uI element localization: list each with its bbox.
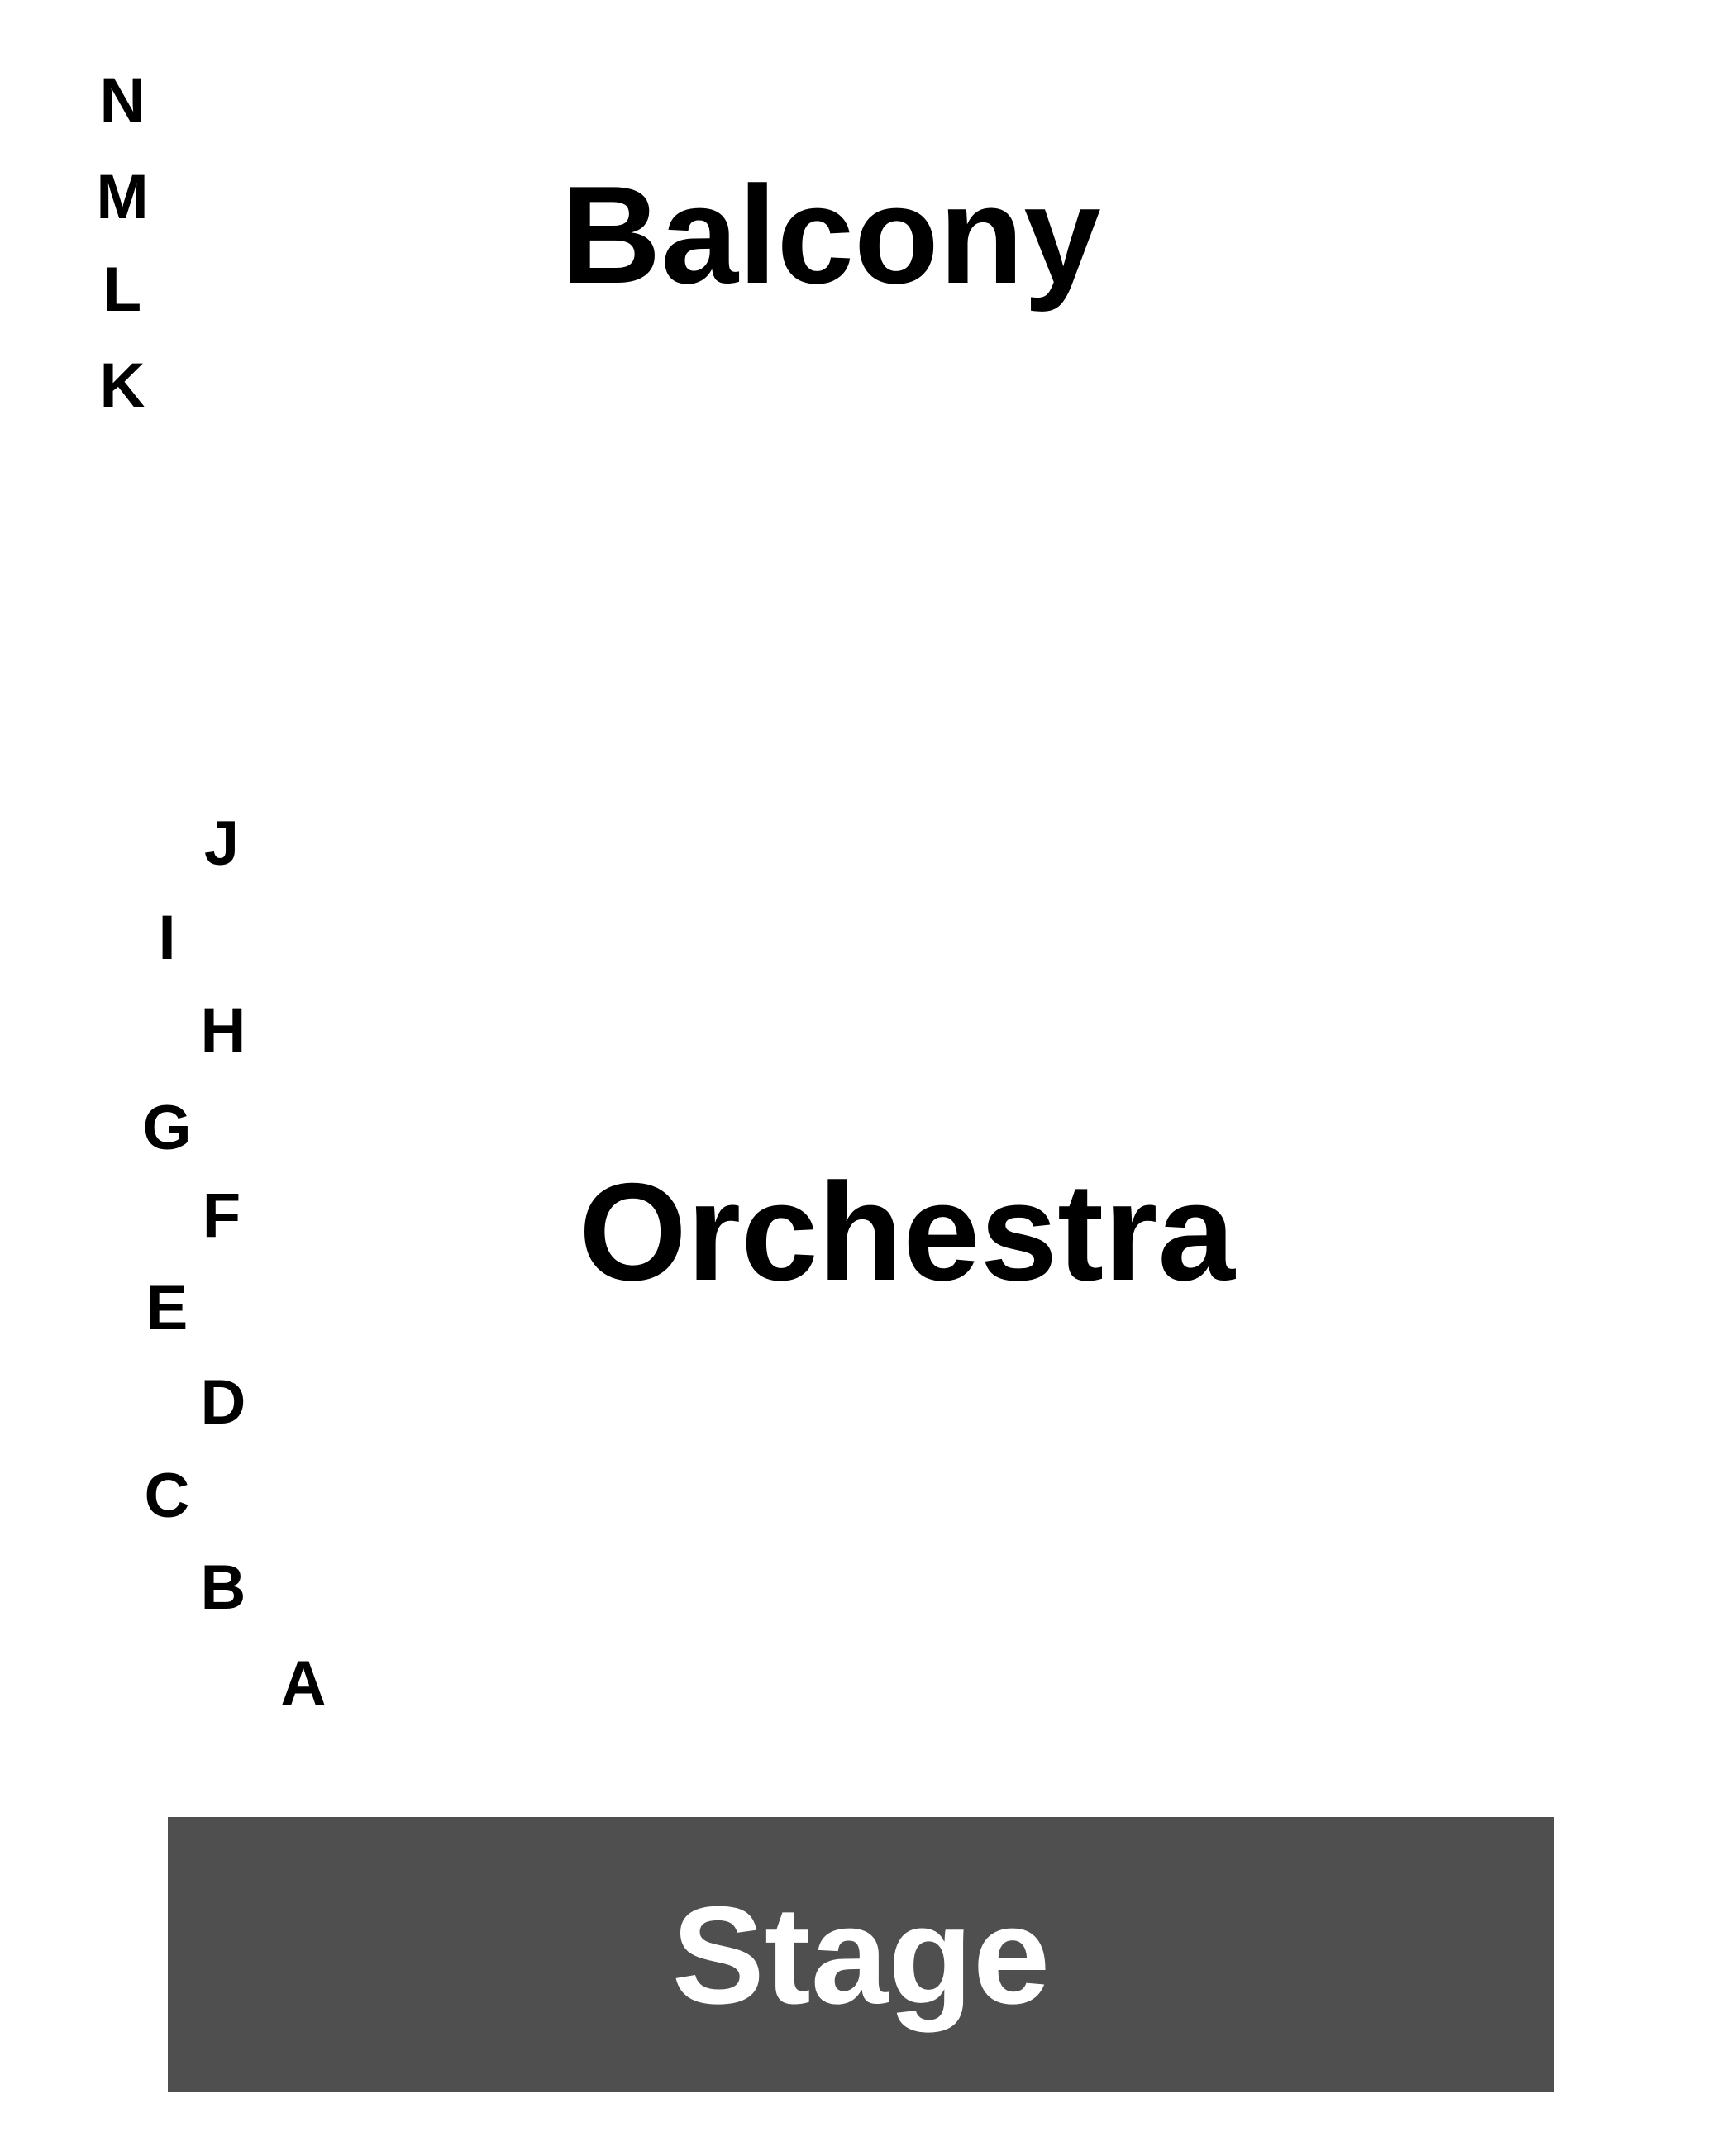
stage: Stage: [168, 1817, 1554, 2092]
row-label-a: A: [280, 1648, 327, 1719]
row-label-c: C: [144, 1461, 190, 1531]
section-label-orchestra: Orchestra: [579, 1154, 1235, 1309]
row-label-h: H: [200, 995, 246, 1066]
row-label-g: G: [142, 1093, 192, 1163]
row-label-m: M: [96, 162, 149, 232]
section-label-balcony: Balcony: [560, 157, 1101, 312]
row-label-i: I: [158, 903, 176, 973]
row-label-e: E: [145, 1273, 188, 1343]
row-label-n: N: [99, 65, 145, 136]
row-label-k: K: [99, 351, 145, 421]
stage-label: Stage: [671, 1877, 1051, 2033]
row-label-j: J: [203, 808, 240, 879]
row-label-b: B: [200, 1553, 246, 1623]
row-label-l: L: [103, 255, 142, 325]
row-label-f: F: [202, 1181, 241, 1251]
row-label-d: D: [200, 1367, 246, 1438]
